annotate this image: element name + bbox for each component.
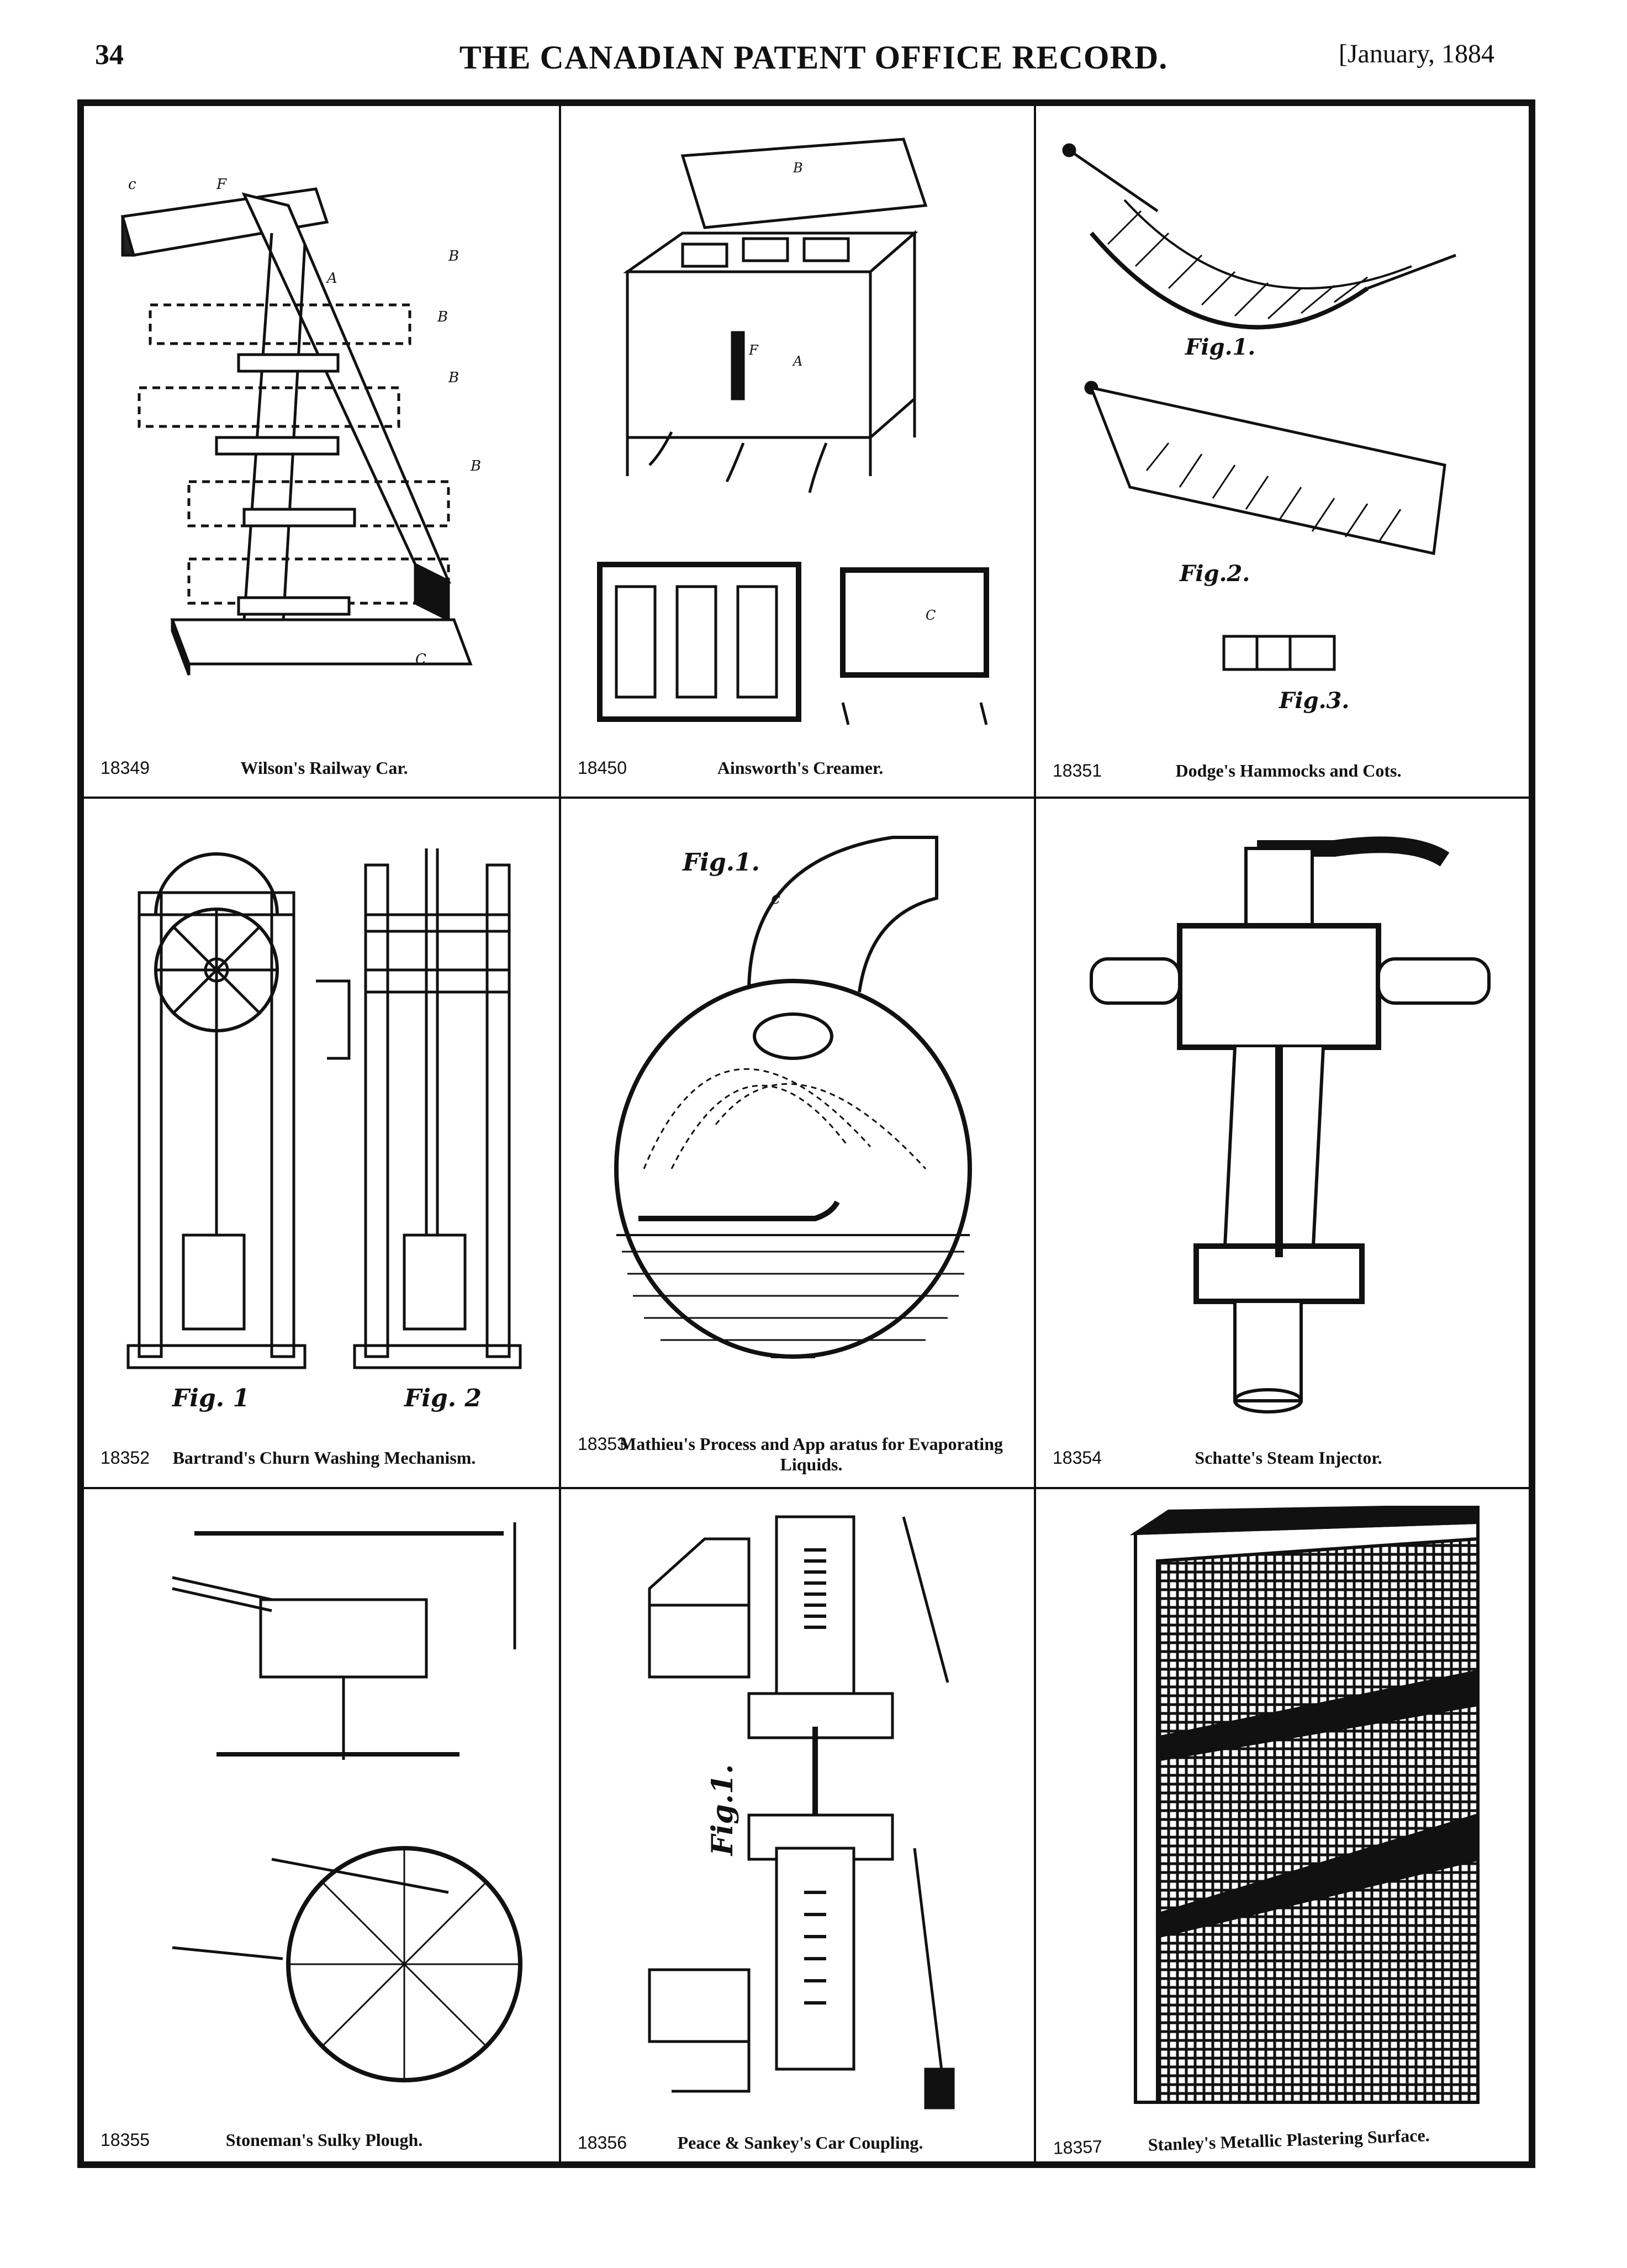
patent-cell-creamer: B F A C 18450 Ainsworth's Creamer. <box>561 106 1034 797</box>
patent-title: Dodge's Hammocks and Cots. <box>1175 761 1402 780</box>
patent-cell-evaporator: c Fig.1. 18353 Mathieu's Process and App… <box>561 799 1034 1487</box>
patent-title: Stoneman's Sulky Plough. <box>225 2130 423 2150</box>
svg-text:B: B <box>437 309 448 325</box>
fig-label: Fig.1. <box>683 848 760 877</box>
svg-text:F: F <box>216 176 227 193</box>
svg-text:c: c <box>128 176 136 193</box>
row-divider <box>84 1487 1529 1489</box>
coupling-drawing: Fig.1. <box>583 1506 1012 2113</box>
svg-text:B: B <box>793 160 803 176</box>
patent-title: Stanley's Metallic Plastering Surface. <box>1148 2125 1430 2155</box>
patent-cell-plastering: 18357 Stanley's Metallic Plastering Surf… <box>1036 1489 1535 2169</box>
patent-number: 18353 <box>578 1434 627 1454</box>
column-divider <box>559 106 561 2161</box>
hammock-drawing: Fig.1. Fig.2. Fig.3. <box>1058 123 1513 730</box>
patent-number: 18354 <box>1053 1448 1102 1468</box>
svg-text:c: c <box>771 889 780 908</box>
patent-cell-injector: 18354 Schatte's Steam Injector. <box>1036 799 1535 1487</box>
patent-number: 18351 <box>1053 761 1102 780</box>
fig-label: Fig.1. <box>706 1764 740 1856</box>
patent-title: Wilson's Railway Car. <box>240 758 408 778</box>
fig-label: Fig. 1 <box>172 1384 250 1412</box>
page-number: 34 <box>95 39 124 71</box>
creamer-drawing: B F A C <box>583 123 1012 730</box>
svg-text:B: B <box>470 458 481 474</box>
patent-cell-plough: 18355 Stoneman's Sulky Plough. <box>84 1489 559 2169</box>
patent-number: 18352 <box>101 1448 150 1468</box>
column-divider <box>1034 106 1036 2161</box>
fig-label: Fig.1. <box>1185 334 1255 360</box>
patent-title: Peace & Sankey's Car Coupling. <box>677 2133 923 2153</box>
svg-text:B: B <box>448 370 459 386</box>
svg-text:C: C <box>926 608 936 623</box>
patent-title: Mathieu's Process and App aratus for Eva… <box>620 1434 1003 1474</box>
plastering-drawing <box>1058 1506 1513 2113</box>
svg-text:F: F <box>748 342 759 358</box>
patent-title: Schatte's Steam Injector. <box>1195 1448 1382 1468</box>
svg-text:A: A <box>326 270 337 287</box>
patent-title: Ainsworth's Creamer. <box>717 758 884 778</box>
plough-drawing <box>106 1506 537 2113</box>
injector-drawing <box>1058 815 1513 1423</box>
patent-cell-hammocks: Fig.1. Fig.2. Fig.3. 18351 Dodge's Hammo… <box>1036 106 1535 797</box>
page-title: THE CANADIAN PATENT OFFICE RECORD. <box>459 39 1168 76</box>
patent-title: Bartrand's Churn Washing Mechanism. <box>172 1448 476 1468</box>
patent-number: 18355 <box>101 2130 150 2150</box>
svg-text:B: B <box>448 248 459 265</box>
churn-drawing: Fig. 1 Fig. 2 <box>106 815 537 1423</box>
evaporator-drawing: c Fig.1. <box>583 815 1012 1423</box>
patent-cell-railway-car: c F B B B B A C 18349 Wilson's Railway Car. <box>84 106 559 797</box>
patent-number: 18356 <box>578 2133 627 2153</box>
railway-car-drawing: c F B B B B A C <box>106 123 537 730</box>
fig-label: Fig. 2 <box>404 1384 482 1412</box>
patent-cell-coupling: Fig.1. 18356 Peace & Sankey's Car Coupli… <box>561 1489 1034 2169</box>
fig-label: Fig.2. <box>1179 561 1250 587</box>
patent-cell-churn: Fig. 1 Fig. 2 18352 Bartrand's Churn Was… <box>84 799 559 1487</box>
svg-text:C: C <box>415 651 426 668</box>
patent-caption: 18357 Stanley's Metallic Plastering Surf… <box>1053 2122 1524 2158</box>
svg-text:A: A <box>792 354 802 369</box>
patent-number: 18450 <box>578 758 627 778</box>
row-divider <box>84 797 1529 799</box>
patent-number: 18349 <box>101 758 150 778</box>
issue-date: [January, 1884 <box>1338 39 1494 68</box>
fig-label: Fig.3. <box>1279 688 1349 714</box>
